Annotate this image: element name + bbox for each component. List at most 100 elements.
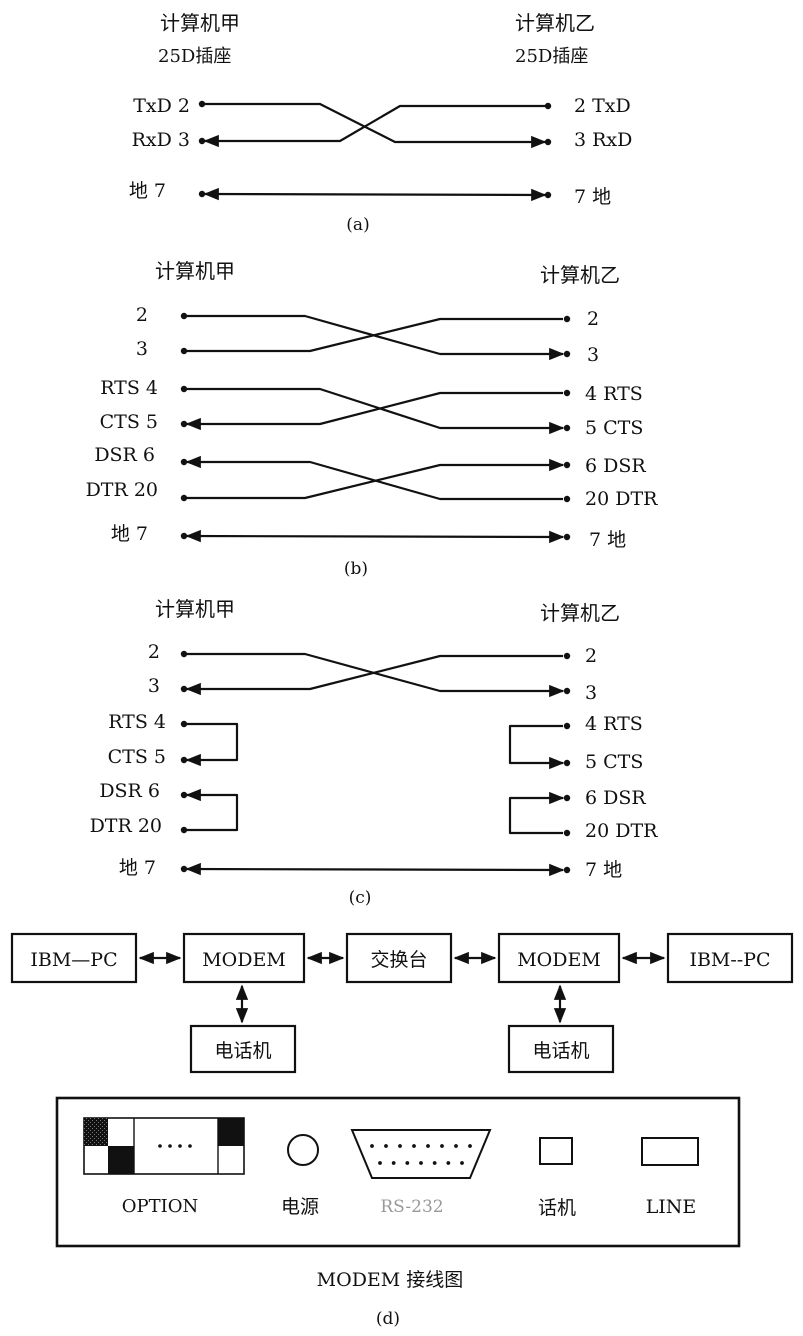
panel-b-right-pin-cts: 5 CTS [585,417,643,439]
modem-left-box [182,932,306,984]
panel-a-left-terminal-txd [198,100,206,108]
modem-right-box [497,932,621,984]
panel-d: IBM—PC MODEM 交换台 MODEM IBM--PC 电话机 电话机 [10,932,794,1329]
panel-c-right-pin-cts: 5 CTS [585,751,643,773]
panel-b-wire-rts-to-cts [187,387,565,435]
rs232-label: RS-232 [380,1197,443,1217]
rs232-pin [398,1144,402,1148]
rs232-connector-shell [350,1129,492,1179]
panel-b-wire-2-to-3-return [187,317,563,353]
panel-a-right-subtitle: 25D插座 [515,46,588,67]
modem-right-label: MODEM [517,949,601,971]
panel-a-right-pin-gnd: 7 地 [574,186,611,208]
switchboard-label: 交换台 [370,949,427,971]
panel-c-left-pin-dtr: DTR 20 [90,815,162,837]
panel-c-left-pin-gnd: 地 7 [119,857,156,879]
panel-b-right-pin-3: 3 [587,344,599,366]
rs232-pin [370,1144,374,1148]
panel-a-wire-ground [203,187,547,202]
panel-a-wire-txd-to-rxd-return [203,104,545,148]
panel-a-wire-txd-to-rxd [205,102,547,149]
panel-b-right-pin-rts: 4 RTS [585,383,643,405]
panel-b-right-terminal-dsr [563,461,571,469]
ibm-pc-right-label: IBM--PC [689,949,770,971]
ibm-pc-left-label: IBM—PC [30,949,117,971]
panel-a-right-pin-txd: 2 TxD [574,95,631,117]
panel-c-right-terminal-gnd [563,866,571,874]
phone-left-label: 电话机 [214,1040,271,1062]
panel-b-left-pin-dsr: DSR 6 [94,444,155,466]
panel-b-left-pin-dtr: DTR 20 [86,479,158,501]
panel-a-left-terminal-gnd [198,190,206,198]
panel-c-right-terminal-3 [563,687,571,695]
panel-b-caption: (b) [344,559,368,579]
panel-c-left-pin-rts: RTS 4 [108,711,166,733]
panel-b-left-terminal-gnd [180,532,188,540]
phone-left-box [189,1024,297,1074]
panel-c-right-pin-gnd: 7 地 [585,859,622,881]
rs232-pin [446,1161,451,1165]
panel-a-left-title: 计算机甲 [160,11,240,35]
option-switch-dot-2 [168,1144,172,1148]
rs232-pin [440,1144,444,1148]
panel-c-right-title: 计算机乙 [540,601,620,625]
panel-c-right-pin-rts: 4 RTS [585,713,643,735]
panel-a: 计算机甲 25D插座 计算机乙 25D插座 TxD 2 RxD 3 地 7 2 … [129,11,633,235]
panel-c-left-terminal-cts [180,756,188,764]
panel-a-left-pin-gnd: 地 7 [129,180,166,202]
line-jack-icon [641,1137,699,1166]
modem-wiring-title: MODEM 接线图 [317,1269,464,1291]
panel-b-wire-rts-to-cts-return [185,391,563,431]
panel-c-right-loop-rts-cts [508,724,565,770]
panel-a-right-terminal-txd [544,102,552,110]
panel-c: 计算机甲 计算机乙 2 3 RTS 4 CTS 5 DSR 6 DTR 20 地… [90,597,659,908]
phone-jack-label: 话机 [538,1197,576,1219]
panel-b-left-pin-3: 3 [136,338,148,360]
panel-c-right-terminal-rts [563,722,571,730]
option-switch-dot-1 [158,1144,162,1148]
rs232-pin [432,1161,437,1165]
panel-c-wire-ground [185,862,565,877]
rs232-pin [391,1161,396,1165]
rs232-pin [419,1161,423,1165]
rs232-pin [460,1161,464,1165]
panel-c-left-pin-3: 3 [148,675,160,697]
option-switch-dot-3 [178,1144,182,1148]
panel-c-left-terminal-2 [180,650,188,658]
panel-c-right-terminal-cts [563,759,571,767]
panel-c-left-terminal-3 [180,685,188,693]
rs232-pin [378,1161,382,1165]
panel-d-caption: (d) [376,1309,400,1329]
panel-c-left-loop-dsr-dtr [185,788,239,832]
panel-a-left-pin-rxd: RxD 3 [132,129,190,151]
rs232-pin [412,1144,416,1148]
panel-b-right-terminal-gnd [563,533,571,541]
panel-c-right-pin-3: 3 [585,682,597,704]
option-switch-block [83,1117,245,1175]
panel-c-left-pin-cts: CTS 5 [108,746,166,768]
panel-b-right-terminal-3 [563,350,571,358]
rs232-pin [384,1144,388,1148]
option-label: OPTION [122,1196,199,1217]
panel-c-right-pin-2: 2 [585,645,597,667]
ibm-pc-left-box [10,932,138,984]
panel-b-left-terminal-cts [180,420,188,428]
panel-c-left-pin-dsr: DSR 6 [99,780,160,802]
line-jack-label: LINE [646,1196,697,1218]
panel-b-left-terminal-dtr [180,494,188,502]
rs232-pin [468,1144,472,1148]
panel-c-right-terminal-dsr [563,794,571,802]
panel-c-caption: (c) [349,888,372,908]
option-switch-dot-4 [188,1144,192,1148]
panel-c-right-pin-dtr: 20 DTR [585,820,658,842]
panel-a-right-pin-rxd: 3 RxD [574,129,632,151]
panel-a-right-title: 计算机乙 [515,11,595,35]
rs232-pin [426,1144,430,1148]
panel-b-left-title: 计算机甲 [155,259,235,283]
panel-b-left-terminal-dsr [180,458,188,466]
panel-b-left-pin-2: 2 [136,304,148,326]
panel-c-left-title: 计算机甲 [155,597,235,621]
panel-b-wire-dtr-dsr [187,458,565,500]
panel-b-right-title: 计算机乙 [540,263,620,287]
panel-c-left-loop-rts-cts [185,722,239,767]
